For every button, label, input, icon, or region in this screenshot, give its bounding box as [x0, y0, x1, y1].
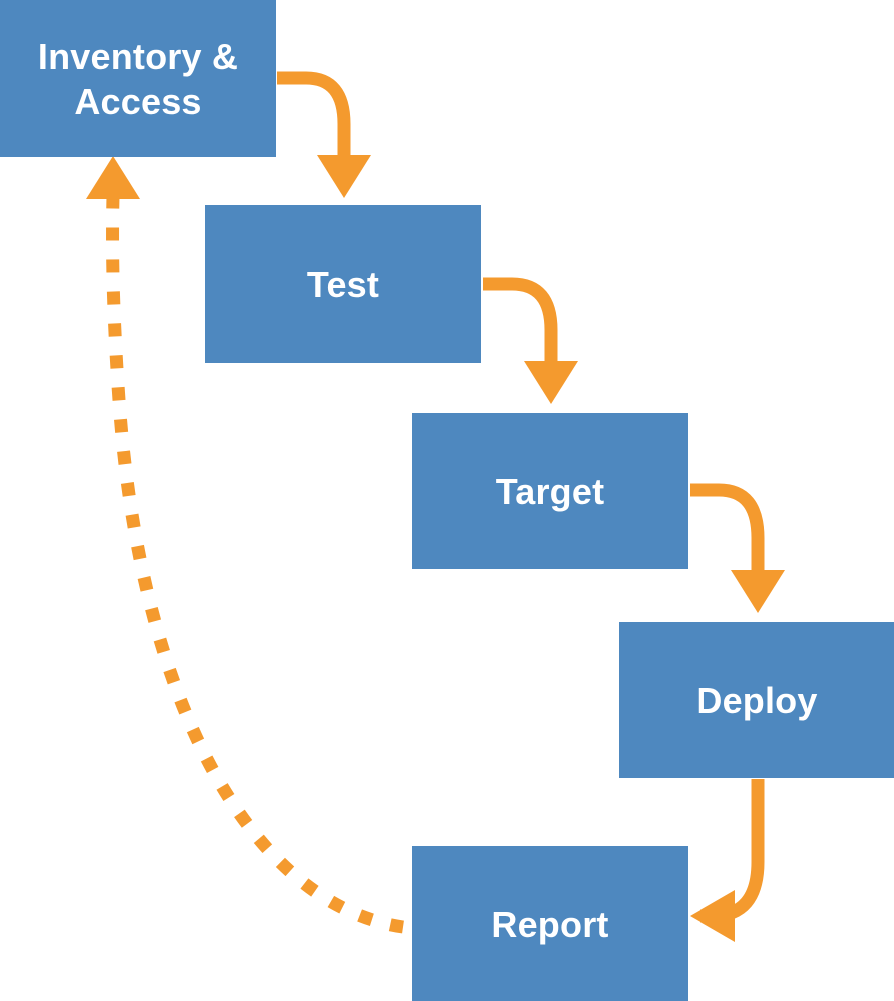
node-target[interactable]: Target: [412, 413, 688, 569]
node-inventory-access[interactable]: Inventory & Access: [0, 0, 276, 157]
edge-target-to-deploy: [690, 483, 785, 613]
edge-inventory-to-test: [277, 71, 371, 198]
node-report[interactable]: Report: [412, 846, 688, 1001]
edge-deploy-to-report: [690, 779, 765, 942]
node-deploy[interactable]: Deploy: [619, 622, 894, 778]
edge-test-to-target: [483, 277, 578, 404]
node-test[interactable]: Test: [205, 205, 481, 363]
